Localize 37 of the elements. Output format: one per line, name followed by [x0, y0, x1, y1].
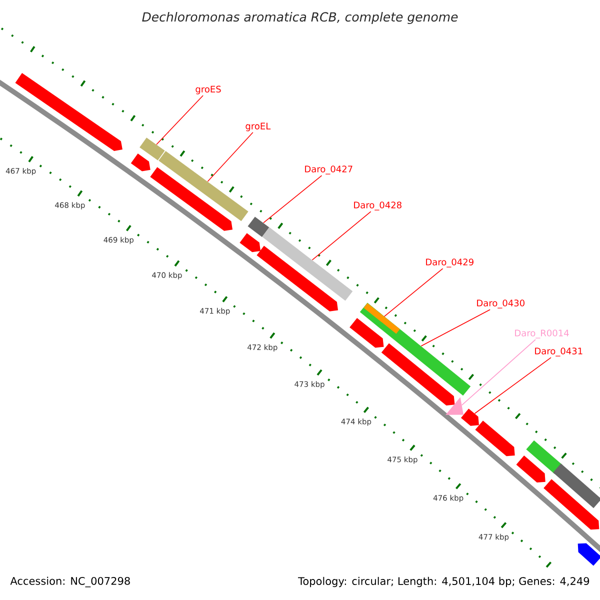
- gene-block: [381, 343, 455, 406]
- gene-block: [553, 464, 600, 508]
- gene-label: Daro_0428: [354, 202, 402, 210]
- leader-line: [462, 339, 536, 406]
- gene-block: [544, 479, 600, 530]
- title: Dechloromonas aromatica RCB, complete genome: [142, 12, 458, 24]
- gene-block: [262, 227, 353, 301]
- leader-line: [263, 175, 322, 224]
- gene-block: [526, 440, 562, 474]
- leader-line: [156, 95, 204, 145]
- gene-block: [256, 246, 338, 312]
- gene-label: groEL: [246, 122, 271, 132]
- gene-label: Daro_0429: [426, 258, 474, 268]
- gene-block: [516, 456, 546, 482]
- gene-block: [158, 151, 248, 222]
- leader-line: [207, 132, 254, 182]
- gene-block: [130, 154, 150, 172]
- gene-block: [578, 543, 600, 566]
- gene-block: [140, 138, 165, 160]
- leader-line: [384, 268, 444, 317]
- gene-label: Daro_0430: [477, 300, 524, 308]
- gene-block: [475, 420, 515, 456]
- gene-marker: [446, 397, 464, 415]
- footer-text: Accession: NC_007298: [10, 576, 130, 588]
- gene-block: [240, 233, 261, 252]
- gene-label: Daro_0431: [535, 348, 582, 356]
- gene-label: Daro_R0014: [515, 330, 569, 338]
- leader-line: [474, 357, 552, 414]
- gene-label: Daro_0427: [305, 166, 352, 174]
- gene-block: [15, 73, 122, 152]
- gene-label: groES: [196, 86, 221, 94]
- gene-block: [248, 216, 270, 237]
- gene-block: [350, 318, 384, 348]
- footer-text: Topology: circular; Length: 4,501,104 bp; Genes: 4,249: [298, 576, 590, 588]
- leader-line: [312, 211, 372, 260]
- gene-block: [460, 408, 479, 426]
- gene-block: [150, 167, 233, 231]
